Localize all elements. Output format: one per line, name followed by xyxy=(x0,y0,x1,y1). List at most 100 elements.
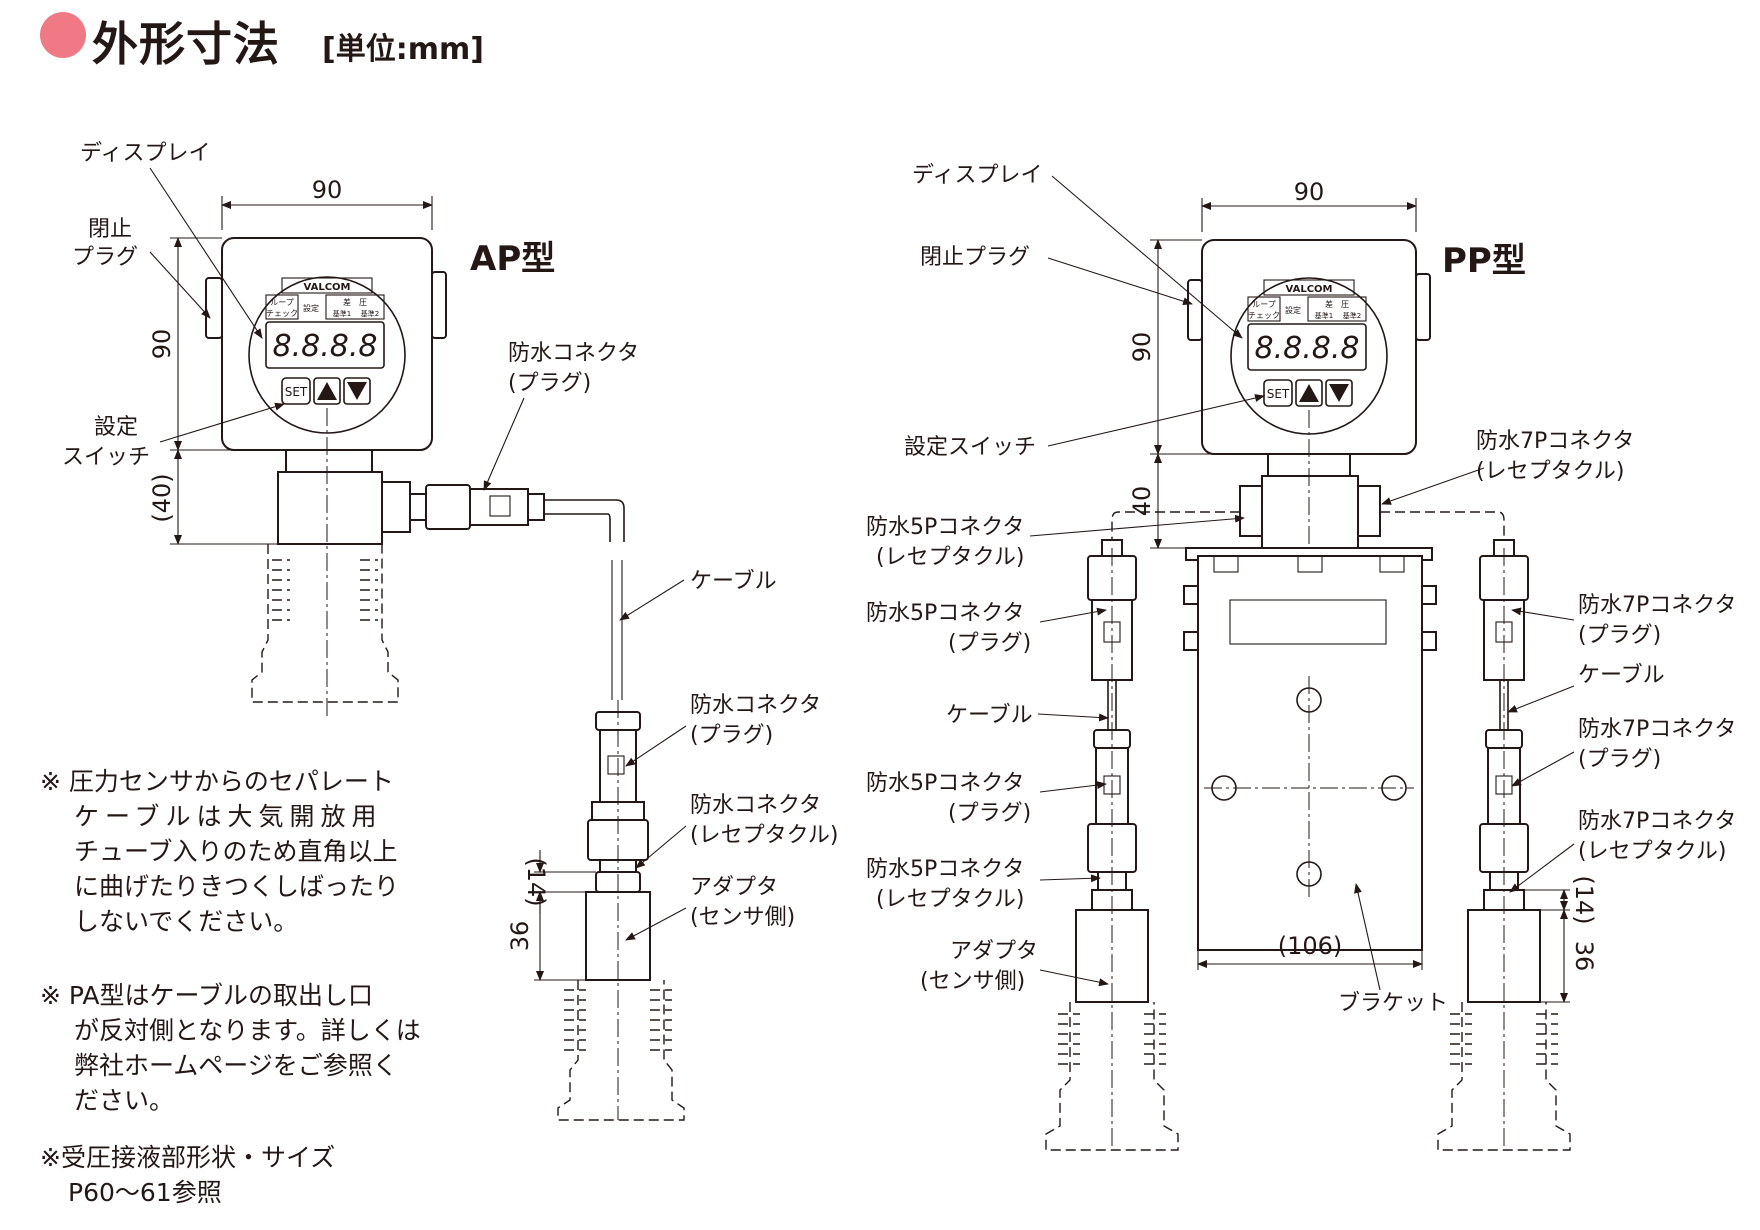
ap-switch-label-2: スイッチ xyxy=(62,445,150,470)
pp-dim-36: 36 xyxy=(1570,941,1598,972)
note1-line1: ※ 圧力センサからのセパレート xyxy=(40,767,394,796)
pp-drawing: VALCOM ループ チェック 設定 差 圧 基準1 基準2 8.8.8.8 S… xyxy=(866,163,1736,1151)
ap-sensor-block xyxy=(277,471,383,545)
ap-neck xyxy=(285,449,373,473)
note1-line3: チューブ入りのため直角以上 xyxy=(74,837,398,866)
pp-left-rec5-label-1: 防水5Pコネクタ xyxy=(866,515,1024,540)
pp-bracket-label: ブラケット xyxy=(1338,991,1448,1016)
note-pa-type: ※ PA型はケーブルの取出し口 が反対側となります。詳しくは 弊社ホームページを… xyxy=(40,978,421,1118)
pp-left-adapter-label-1: アダプタ xyxy=(950,939,1038,964)
pp-display-label: ディスプレイ xyxy=(912,163,1042,188)
pp-up-arrow-icon xyxy=(1299,384,1319,402)
ap-ref2-label: 基準2 xyxy=(361,309,379,318)
pp-down-key xyxy=(1325,379,1353,407)
pp-btn-loop-label: ループ xyxy=(1252,300,1276,309)
pp-bracket xyxy=(1183,547,1437,951)
pp-btn-check-label: チェック xyxy=(1248,311,1280,320)
ap-connector-plug xyxy=(425,484,471,530)
pp-side-port xyxy=(1415,273,1431,341)
pp-7p-receptacle xyxy=(1357,485,1381,537)
ap-drawing: VALCOM ループ チェック 設定 差 圧 基準1 基準2 8.8.8.8 S… xyxy=(62,141,839,1121)
ap-side-port xyxy=(431,271,447,339)
ap-set-key xyxy=(281,377,311,405)
pp-right-rec7b-label-1: 防水7Pコネクタ xyxy=(1578,809,1736,834)
ap-closing-plug xyxy=(205,277,223,339)
ap-cable-bend xyxy=(544,499,625,542)
ap-dim-14: (14) xyxy=(522,857,550,906)
ap-ref1-label: 基準1 xyxy=(333,309,351,318)
pp-left-plug5-label-2: (プラグ) xyxy=(948,631,1031,656)
pp-pressure-label: 差 圧 xyxy=(1325,299,1349,309)
pp-left-rec5b-label-2: (レセプタクル) xyxy=(876,887,1025,912)
ap-connector-socket xyxy=(381,481,411,533)
ap-up-arrow-icon xyxy=(317,382,337,400)
pp-ref1-label: 基準1 xyxy=(1315,311,1333,320)
pp-right-stack xyxy=(1437,539,1571,1151)
note-separate-cable: ※ 圧力センサからのセパレート ケーブルは大気開放用 チューブ入りのため直角以上… xyxy=(40,764,399,939)
ap-adapter-label-1: アダプタ xyxy=(690,875,778,900)
pp-right-cable-label: ケーブル xyxy=(1578,663,1665,688)
pp-switch-label: 設定スイッチ xyxy=(904,435,1036,460)
ap-dim-neck: (40) xyxy=(148,473,176,522)
unit-label: [単位:mm] xyxy=(322,32,484,67)
pp-right-plug7-label-2: (プラグ) xyxy=(1578,623,1661,648)
ap-display-label: ディスプレイ xyxy=(80,141,210,166)
ap-plug2-label-2: (プラグ) xyxy=(690,723,773,748)
pp-dim-width: 90 xyxy=(1294,178,1325,206)
note2-line1: ※ PA型はケーブルの取出し口 xyxy=(40,981,373,1010)
ap-remote-connector xyxy=(557,700,685,1121)
pp-left-adapter-label-2: (センサ側) xyxy=(920,969,1025,994)
ap-down-key xyxy=(343,377,371,405)
note-diaphragm-ref: ※受圧接液部形状・サイズ P60～61参照 xyxy=(40,1140,335,1210)
ap-btn-loop-label: ループ xyxy=(270,298,294,307)
note1-line4: に曲げたりきつくしばったり xyxy=(74,872,400,901)
pp-bracket-plate xyxy=(1197,555,1423,951)
ap-dim-height: 90 xyxy=(148,329,176,360)
pp-left-cable-label: ケーブル xyxy=(946,703,1033,728)
ap-sensor-dashed xyxy=(251,408,399,720)
pp-model-label: PP型 xyxy=(1442,241,1526,281)
ap-dim-36: 36 xyxy=(506,921,534,952)
pp-dim-14: (14) xyxy=(1570,875,1598,924)
pp-plug-label: 閉止プラグ xyxy=(920,245,1030,270)
note2-line3: 弊社ホームページをご参照く xyxy=(74,1051,398,1080)
ap-up-key xyxy=(313,377,341,405)
pp-dim-neck: 40 xyxy=(1128,486,1156,517)
ap-btn-set-label: 設定 xyxy=(303,303,319,313)
pp-left-plug5b-label-1: 防水5Pコネクタ xyxy=(866,771,1024,796)
ap-btn-check-label: チェック xyxy=(266,309,298,318)
ap-switch-label-1: 設定 xyxy=(94,415,138,440)
pp-dim-height: 90 xyxy=(1128,332,1156,363)
ap-digit-readout: 8.8.8.8 xyxy=(273,329,378,364)
pp-display: VALCOM ループ チェック 設定 差 圧 基準1 基準2 8.8.8.8 S… xyxy=(1247,279,1367,407)
pp-btn-set-label: 設定 xyxy=(1285,305,1301,315)
pp-up-key xyxy=(1295,379,1323,407)
pp-set-key-label: SET xyxy=(1267,387,1290,401)
pp-right-rec7-label-1: 防水7Pコネクタ xyxy=(1476,429,1634,454)
ap-display: VALCOM ループ チェック 設定 差 圧 基準1 基準2 8.8.8.8 S… xyxy=(265,277,385,405)
pp-left-stack xyxy=(1045,539,1179,1151)
pp-right-plug7b-label-2: (プラグ) xyxy=(1578,747,1661,772)
pp-sensor-block xyxy=(1261,475,1359,549)
ap-plug2-label-1: 防水コネクタ xyxy=(690,693,821,718)
ap-cable-label: ケーブル xyxy=(690,569,777,594)
section-title: 外形寸法 xyxy=(92,17,280,71)
note1-line2: ケーブルは大気開放用 xyxy=(74,802,383,831)
ap-plug-label-1: 閉止 xyxy=(88,217,132,242)
ap-set-key-label: SET xyxy=(285,385,308,399)
pp-down-arrow-icon xyxy=(1329,384,1349,402)
pp-closing-plug xyxy=(1187,279,1203,341)
ap-brand-logo: VALCOM xyxy=(304,282,351,293)
pp-set-key xyxy=(1263,379,1293,407)
ap-connector-plug-label-1: 防水コネクタ xyxy=(508,341,639,366)
ap-dim-width: 90 xyxy=(312,176,343,204)
ap-adapter-label-2: (センサ側) xyxy=(690,905,795,930)
pp-right-plug7-label-1: 防水7Pコネクタ xyxy=(1578,593,1736,618)
pp-digit-readout: 8.8.8.8 xyxy=(1255,331,1360,366)
pp-dim-bracket: (106) xyxy=(1278,932,1343,960)
pp-left-rec5-label-2: (レセプタクル) xyxy=(876,545,1025,570)
ap-pressure-label: 差 圧 xyxy=(343,297,367,307)
pp-left-plug5b-label-2: (プラグ) xyxy=(948,801,1031,826)
ap-plug-label-2: プラグ xyxy=(72,245,138,270)
